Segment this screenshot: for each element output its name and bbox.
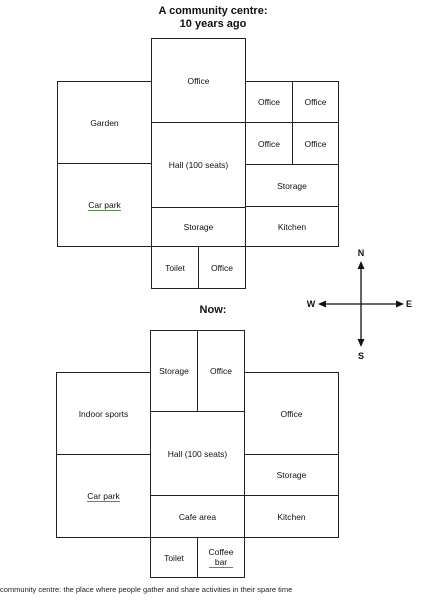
room-office-b-before: Office [292, 81, 339, 123]
room-toilet-now: Toilet [150, 537, 198, 578]
room-cafe-area-now: Cafe area [150, 495, 245, 538]
room-toilet-before: Toilet [151, 246, 199, 289]
room-indoor-sports-now: Indoor sports [56, 372, 151, 455]
arrow-west-icon [318, 300, 326, 308]
room-storage-right-before: Storage [245, 164, 339, 207]
room-office-a-before: Office [245, 81, 293, 123]
arrow-south-icon [357, 339, 365, 347]
plan-title-before: A community centre: 10 years ago [158, 5, 268, 30]
room-office-bottom-before: Office [198, 246, 246, 289]
footnote: community centre: the place where people… [0, 585, 293, 594]
room-coffee-bar-now: Coffee bar [197, 537, 245, 578]
plan-title-now: Now: [199, 304, 227, 316]
room-hall-now: Hall (100 seats) [150, 411, 245, 496]
compass-label-north: N [358, 248, 365, 258]
room-office-top-now: Office [197, 330, 245, 412]
room-kitchen-before: Kitchen [245, 206, 339, 247]
room-office-d-before: Office [292, 122, 339, 165]
room-office-top-before: Office [151, 38, 246, 123]
room-garden-before: Garden [57, 81, 152, 164]
room-kitchen-now: Kitchen [244, 495, 339, 538]
room-storage-mid-before: Storage [151, 207, 246, 247]
room-storage-right-now: Storage [244, 454, 339, 496]
compass-rose: N S E W [307, 248, 412, 361]
room-hall-before: Hall (100 seats) [151, 122, 246, 208]
compass-label-south: S [358, 351, 364, 361]
room-car-park-before: Car park [57, 163, 152, 247]
arrow-north-icon [357, 261, 365, 269]
room-storage-top-now: Storage [150, 330, 198, 412]
room-car-park-now: Car park [56, 454, 151, 538]
compass-label-west: W [307, 299, 316, 309]
room-office-right-now: Office [244, 372, 339, 455]
compass-label-east: E [406, 299, 412, 309]
arrow-east-icon [396, 300, 404, 308]
room-office-c-before: Office [245, 122, 293, 165]
